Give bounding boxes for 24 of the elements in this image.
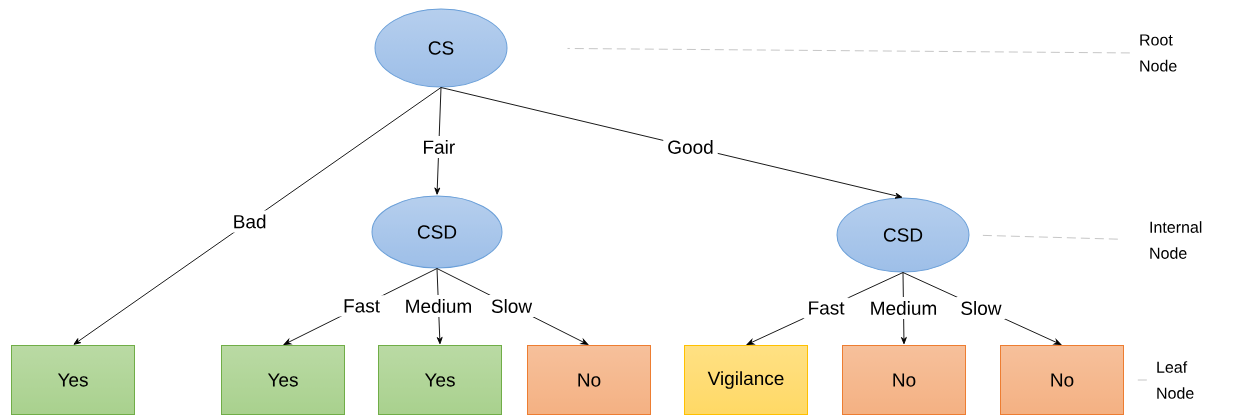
leaf-box: No bbox=[1000, 345, 1124, 415]
leader-line bbox=[981, 234, 1119, 240]
edge-label: Fair bbox=[418, 135, 460, 158]
edge-label: Fast bbox=[339, 295, 384, 317]
arrow bbox=[73, 87, 442, 345]
leaf-box: Yes bbox=[11, 345, 135, 415]
leaf-box: No bbox=[842, 345, 966, 415]
leaf-box: Yes bbox=[221, 345, 345, 415]
edge-label: Medium bbox=[400, 295, 477, 317]
leader-line bbox=[567, 48, 1131, 54]
leaf-box: Yes bbox=[378, 345, 502, 415]
annotation-label: Leaf Node bbox=[1157, 361, 1194, 399]
arrow bbox=[440, 87, 903, 199]
annotation-label: Root Node bbox=[1140, 34, 1177, 72]
annotation-label: Internal Node bbox=[1150, 221, 1202, 259]
edge-label: Bad bbox=[228, 210, 271, 233]
edge-label: Slow bbox=[956, 297, 1006, 319]
edge-label: Fast bbox=[803, 297, 849, 319]
arrow bbox=[434, 87, 442, 195]
edge-label: Good bbox=[663, 135, 718, 158]
leaf-box: Vigilance bbox=[684, 345, 808, 415]
edge-label: Medium bbox=[865, 297, 942, 319]
leaf-box: No bbox=[527, 345, 651, 415]
edge-label: Slow bbox=[486, 295, 537, 317]
